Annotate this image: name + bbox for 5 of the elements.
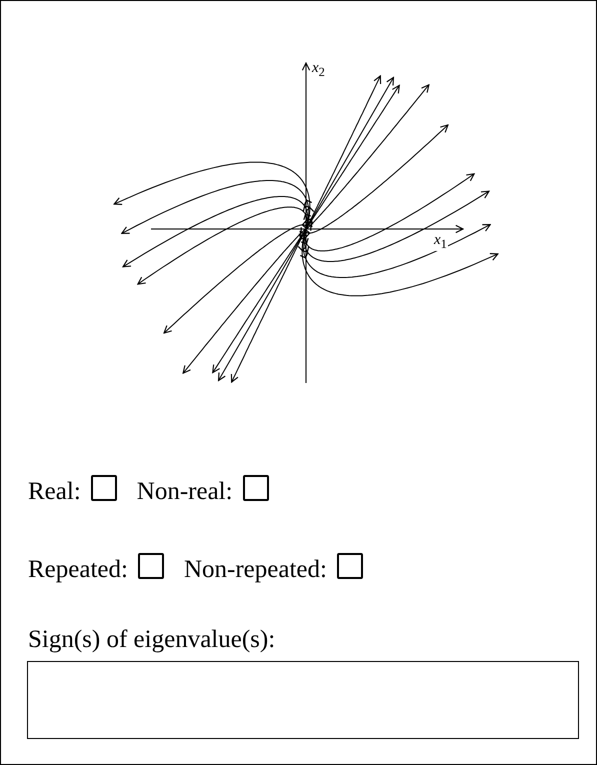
field-label: Non-real:: [136, 479, 233, 504]
field-label: Non-repeated:: [184, 557, 327, 582]
field-label: Repeated:: [28, 557, 128, 582]
field-label: Real:: [28, 479, 81, 504]
field-label: Sign(s) of eigenvalue(s):: [28, 627, 276, 652]
